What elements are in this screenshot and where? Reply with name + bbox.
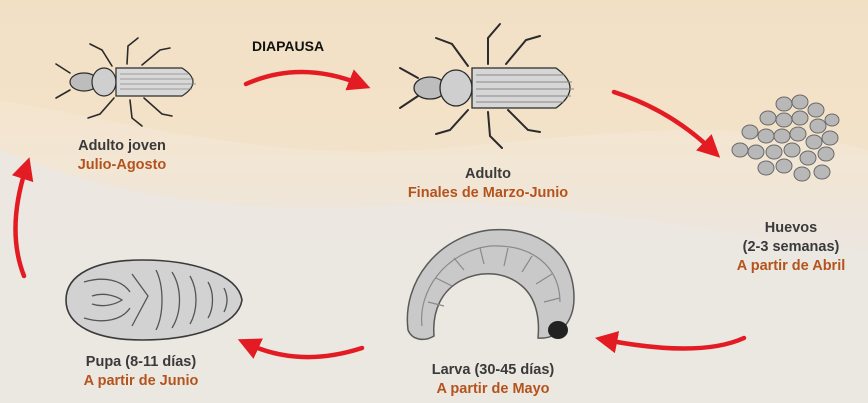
diapause-label: DIAPAUSA (252, 38, 324, 54)
cycle-arrow-icon (246, 72, 360, 84)
eggs-label: Huevos (2-3 semanas) A partir de Abril (718, 219, 864, 276)
larva-label: Larva (30-45 días) A partir de Mayo (398, 361, 588, 399)
adult-young-label: Adulto joven Julio-Agosto (58, 137, 186, 175)
adult-young-name: Adulto joven (58, 137, 186, 156)
pupa-name: Pupa (8-11 días) (56, 353, 226, 372)
larva-period: A partir de Mayo (398, 380, 588, 399)
cycle-arrow-icon (614, 92, 712, 150)
cycle-arrow-icon (15, 168, 26, 276)
cycle-arrow-icon (606, 338, 744, 349)
adult-period: Finales de Marzo-Junio (388, 184, 588, 203)
pupa-period: A partir de Junio (56, 372, 226, 391)
adult-name: Adulto (388, 165, 588, 184)
pupa-label: Pupa (8-11 días) A partir de Junio (56, 353, 226, 391)
eggs-name: Huevos (718, 219, 864, 238)
adult-young-period: Julio-Agosto (58, 156, 186, 175)
larva-name: Larva (30-45 días) (398, 361, 588, 380)
cycle-arrow-icon (248, 344, 362, 357)
eggs-period: A partir de Abril (718, 257, 864, 276)
eggs-detail: (2-3 semanas) (718, 238, 864, 257)
adult-label: Adulto Finales de Marzo-Junio (388, 165, 588, 203)
